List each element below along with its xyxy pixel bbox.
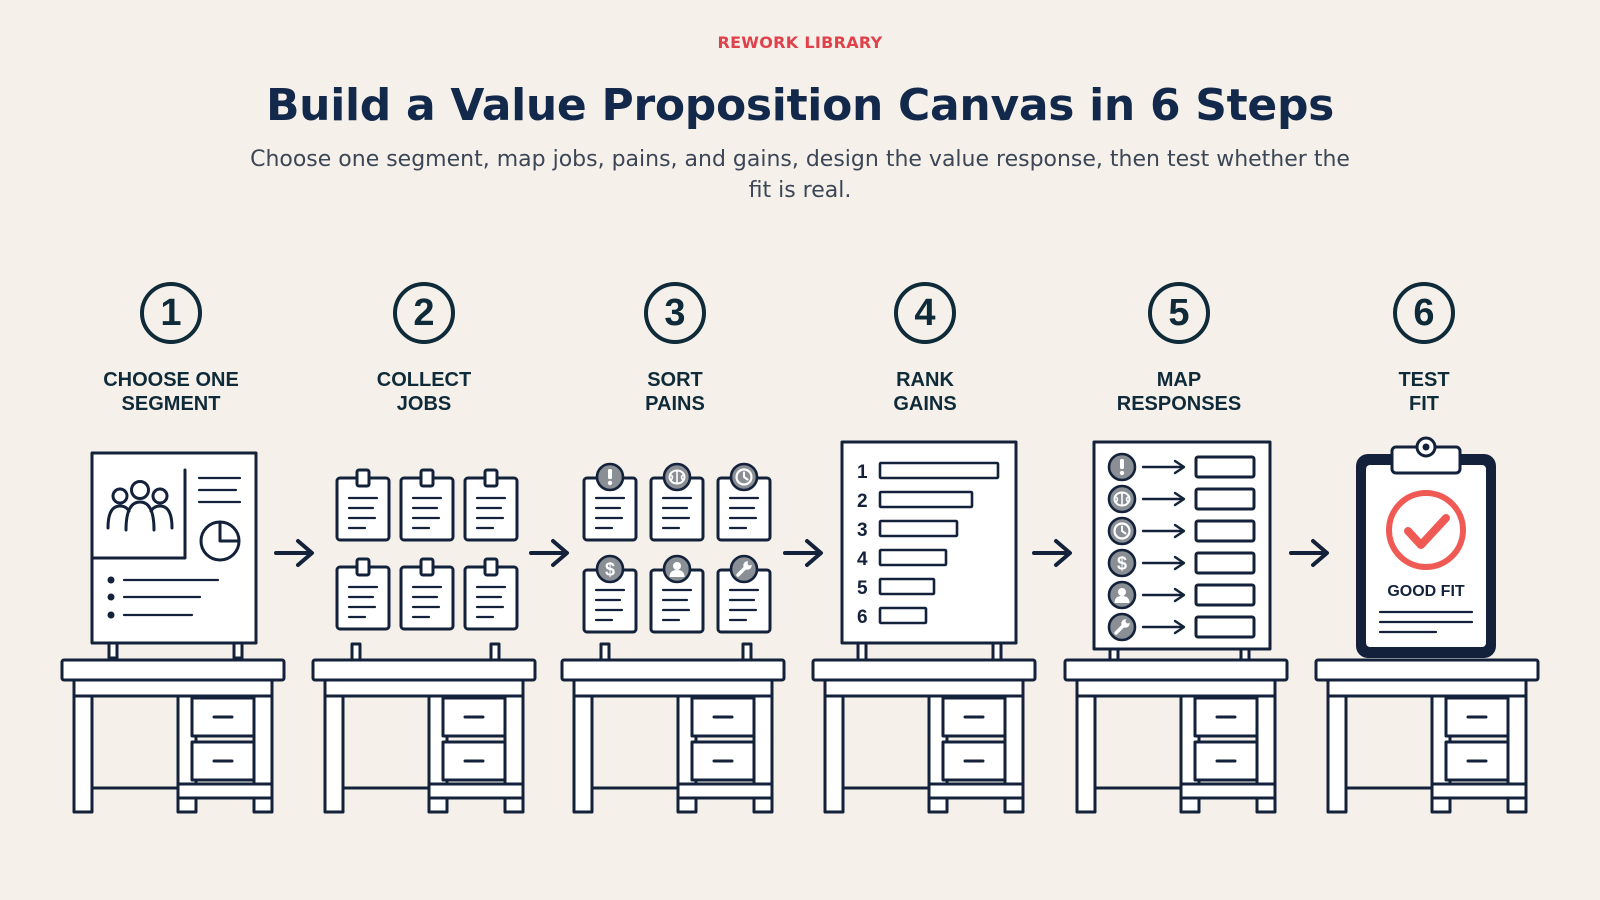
desk-5 <box>1063 658 1289 814</box>
rank-bar <box>878 577 936 596</box>
dollar-icon <box>1107 548 1137 578</box>
rank-number: 3 <box>857 520 868 541</box>
step-6-number-badge: 6 <box>1393 282 1455 344</box>
exclamation-icon <box>595 462 625 492</box>
step-4-illustration: 1 2 3 4 5 6 <box>811 440 1037 814</box>
rank-bar <box>878 606 928 625</box>
pie-chart-icon <box>199 520 241 562</box>
step-3-illustration <box>560 462 786 814</box>
clock-icon <box>1107 516 1137 546</box>
step-1-illustration <box>60 451 286 814</box>
rank-bar <box>878 548 948 567</box>
rank-bar <box>878 461 1000 480</box>
step-6-label: TEST FIT <box>1398 369 1450 415</box>
step-1-number-badge: 1 <box>140 282 202 344</box>
desk-6 <box>1314 658 1540 814</box>
step-5-label: MAP RESPONSES <box>1116 369 1242 415</box>
brain-icon <box>1107 484 1137 514</box>
segment-board <box>90 451 258 645</box>
rank-bar <box>878 519 959 538</box>
step-3-label: SORT PAINS <box>645 369 705 415</box>
step-4-number-badge: 4 <box>894 282 956 344</box>
good-fit-label: GOOD FIT <box>1387 583 1465 600</box>
arrow-right-icon <box>274 539 314 567</box>
user-icon <box>1107 580 1137 610</box>
rank-number: 4 <box>857 549 868 570</box>
check-icon <box>1386 490 1466 570</box>
step-5-illustration <box>1063 440 1289 814</box>
arrow-right-icon <box>1289 539 1329 567</box>
dollar-icon <box>595 554 625 584</box>
arrow-right-icon <box>1032 539 1072 567</box>
step-2-label: COLLECT JOBS <box>376 369 472 415</box>
user-icon <box>662 554 692 584</box>
arrow-right-icon <box>783 539 823 567</box>
rank-gains-list: 1 2 3 4 5 6 <box>857 461 1000 628</box>
rank-number: 2 <box>857 491 868 512</box>
step-3-number-badge: 3 <box>644 282 706 344</box>
rank-number: 5 <box>857 578 868 599</box>
step-2-illustration <box>311 468 537 814</box>
step-2-number-badge: 2 <box>393 282 455 344</box>
page-subtitle: Choose one segment, map jobs, pains, and… <box>250 147 1350 203</box>
page-title: Build a Value Proposition Canvas in 6 St… <box>265 80 1335 131</box>
clock-icon <box>729 462 759 492</box>
exclamation-icon <box>1107 452 1137 482</box>
people-group-icon <box>106 480 174 532</box>
step-4-label: RANK GAINS <box>893 369 957 415</box>
rank-number: 6 <box>857 607 868 628</box>
desk-2 <box>311 658 537 814</box>
rank-bar <box>878 490 974 509</box>
desk-1 <box>60 658 286 814</box>
eyebrow-label: REWORK LIBRARY <box>717 33 883 52</box>
desk-3 <box>560 658 786 814</box>
wrench-icon <box>1107 612 1137 642</box>
step-5-number-badge: 5 <box>1148 282 1210 344</box>
brain-icon <box>662 462 692 492</box>
desk-4 <box>811 658 1037 814</box>
wrench-icon <box>729 554 759 584</box>
step-6-illustration: GOOD FIT <box>1314 436 1540 814</box>
rank-number: 1 <box>857 462 868 483</box>
arrow-right-icon <box>529 539 569 567</box>
step-1-label: CHOOSE ONE SEGMENT <box>103 369 239 415</box>
